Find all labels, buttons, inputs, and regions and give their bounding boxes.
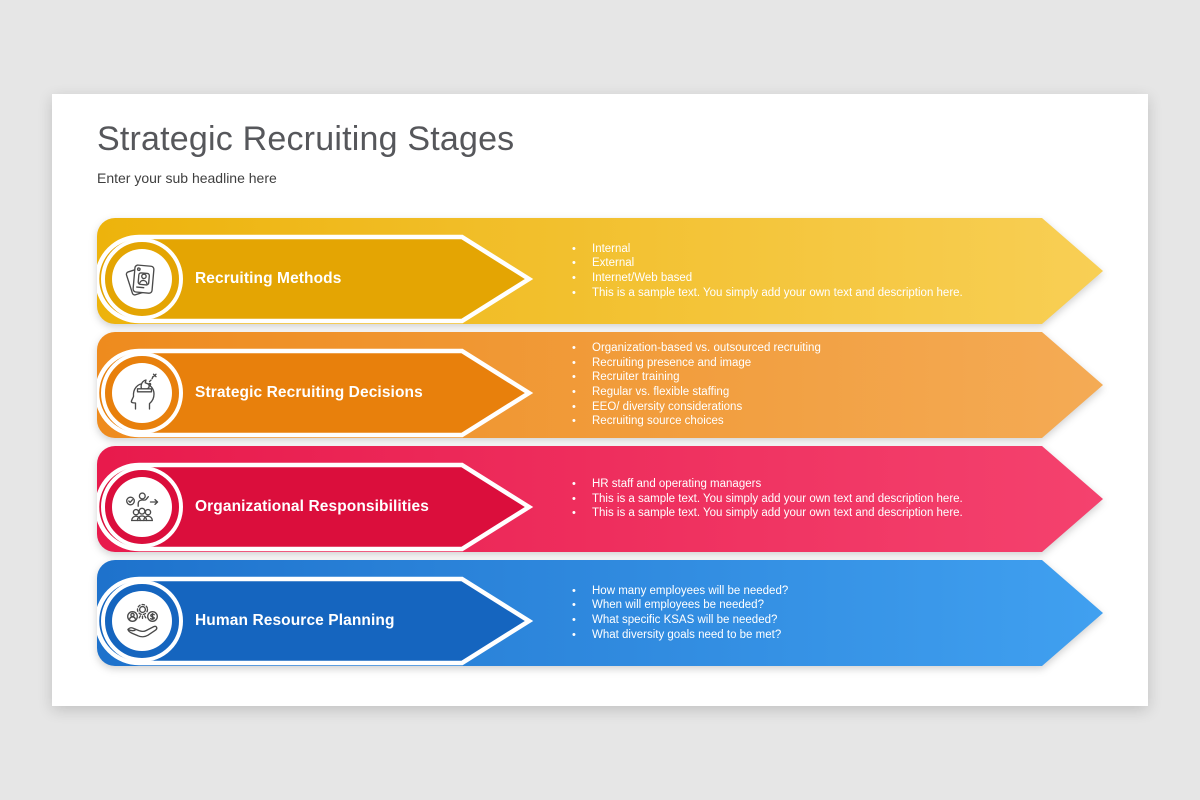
slide-subtitle: Enter your sub headline here: [97, 170, 277, 186]
team-delegation-icon: [126, 492, 159, 522]
bullet-item: EEO/ diversity considerations: [565, 400, 821, 415]
stage-title: Recruiting Methods: [195, 270, 342, 287]
bullet-item: This is a sample text. You simply add yo…: [565, 286, 963, 301]
hand-resources-icon: [127, 603, 158, 638]
strategy-head-icon: [130, 373, 157, 410]
stage-title: Human Resource Planning: [195, 612, 395, 629]
bullet-item: Internal: [565, 242, 963, 257]
bullet-item: Internet/Web based: [565, 271, 963, 286]
bullet-item: Recruiter training: [565, 370, 821, 385]
bullet-item: What specific KSAS will be needed?: [565, 613, 788, 628]
bullet-item: Organization-based vs. outsourced recrui…: [565, 341, 821, 356]
row-arrow-graphic: [97, 560, 1103, 666]
stage-rows: Recruiting Methods Internal External Int…: [97, 218, 1103, 674]
stage-bullets: How many employees will be needed? When …: [565, 560, 788, 666]
stage-title: Strategic Recruiting Decisions: [195, 384, 423, 401]
page-title: Strategic Recruiting Stages: [97, 120, 515, 158]
stage-row-organizational-responsibilities: Organizational Responsibilities HR staff…: [97, 446, 1103, 552]
bullet-item: This is a sample text. You simply add yo…: [565, 506, 963, 521]
bullet-item: External: [565, 256, 963, 271]
stage-title: Organizational Responsibilities: [195, 498, 429, 515]
bullet-item: What diversity goals need to be met?: [565, 628, 788, 643]
stage-bullets: Internal External Internet/Web based Thi…: [565, 218, 963, 324]
bullet-item: Recruiting presence and image: [565, 356, 821, 371]
stage-bullets: Organization-based vs. outsourced recrui…: [565, 332, 821, 438]
slide: Strategic Recruiting Stages Enter your s…: [52, 94, 1148, 706]
bullet-item: Recruiting source choices: [565, 414, 821, 429]
bullet-item: Regular vs. flexible staffing: [565, 385, 821, 400]
stage-row-recruiting-methods: Recruiting Methods Internal External Int…: [97, 218, 1103, 324]
stage-bullets: HR staff and operating managers This is …: [565, 446, 963, 552]
bullet-item: When will employees be needed?: [565, 598, 788, 613]
id-badge-icon: [125, 264, 155, 296]
stage-row-human-resource-planning: Human Resource Planning How many employe…: [97, 560, 1103, 666]
bullet-item: This is a sample text. You simply add yo…: [565, 492, 963, 507]
bullet-item: HR staff and operating managers: [565, 477, 963, 492]
bullet-item: How many employees will be needed?: [565, 584, 788, 599]
stage-row-strategic-recruiting-decisions: Strategic Recruiting Decisions Organizat…: [97, 332, 1103, 438]
